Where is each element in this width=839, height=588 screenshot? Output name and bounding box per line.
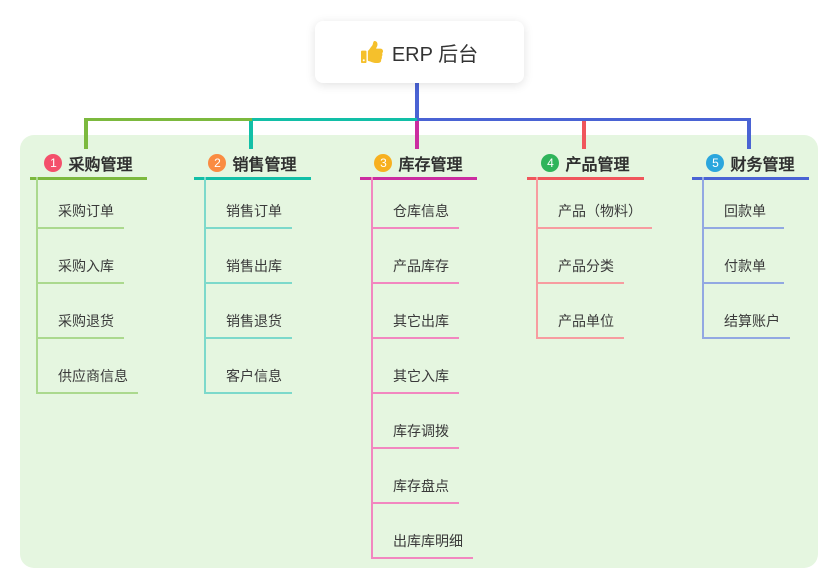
child-node-label: 其它出库 [393,313,449,329]
child-node-label: 采购退货 [58,313,114,329]
child-node-label: 采购订单 [58,203,114,219]
branch-drop-line [582,121,586,149]
bus-segment-green [84,118,252,121]
bus-segment-teal [252,118,417,121]
branch-children-column: 回款单付款单结算账户 [702,177,790,339]
child-node[interactable]: 结算账户 [704,284,790,339]
child-node[interactable]: 采购订单 [38,177,124,229]
child-node[interactable]: 销售订单 [206,177,292,229]
child-node-label: 库存调拨 [393,423,449,439]
branch-node-label: 财务管理 [730,157,795,174]
child-node-label: 其它入库 [393,368,449,384]
branch-node-label: 销售管理 [232,157,297,174]
branch-node-label: 产品管理 [565,157,630,174]
branch-children-column: 仓库信息产品库存其它出库其它入库库存调拨库存盘点出库库明细 [371,177,473,559]
child-node[interactable]: 回款单 [704,177,784,229]
child-node-label: 产品单位 [558,313,614,329]
child-node[interactable]: 销售退货 [206,284,292,339]
branch-node[interactable]: 2 销售管理 [194,149,311,180]
child-node-label: 采购入库 [58,258,114,274]
child-node[interactable]: 库存盘点 [373,449,459,504]
child-node-label: 产品（物料） [558,203,642,219]
child-node[interactable]: 其它入库 [373,339,459,394]
branch-node[interactable]: 3 库存管理 [360,149,477,180]
child-node-label: 仓库信息 [393,203,449,219]
child-node-label: 付款单 [724,258,766,274]
branches-panel [20,135,818,568]
branch-drop-line [747,121,751,149]
child-node-label: 结算账户 [724,313,780,329]
child-node[interactable]: 采购入库 [38,229,124,284]
child-node[interactable]: 产品库存 [373,229,459,284]
branch-node[interactable]: 1 采购管理 [30,149,147,180]
branch-children-column: 销售订单销售出库销售退货客户信息 [204,177,292,394]
child-node[interactable]: 仓库信息 [373,177,459,229]
child-node-label: 产品分类 [558,258,614,274]
root-node[interactable]: ERP 后台 [315,21,524,83]
branch-number-badge: 2 [208,154,227,172]
child-node[interactable]: 供应商信息 [38,339,138,394]
child-node-label: 库存盘点 [393,478,449,494]
child-node-label: 产品库存 [393,258,449,274]
child-node[interactable]: 产品分类 [538,229,624,284]
branch-number-badge: 5 [706,154,725,172]
child-node-label: 客户信息 [226,368,282,384]
branch-node-label: 采购管理 [68,157,133,174]
child-node[interactable]: 采购退货 [38,284,124,339]
root-stem-line [415,83,419,121]
child-node[interactable]: 其它出库 [373,284,459,339]
branch-drop-line [415,121,419,149]
child-node[interactable]: 付款单 [704,229,784,284]
child-node-label: 销售出库 [226,258,282,274]
branch-children-column: 采购订单采购入库采购退货供应商信息 [36,177,138,394]
branch-node-label: 库存管理 [398,157,463,174]
child-node[interactable]: 客户信息 [206,339,292,394]
branch-number-badge: 1 [44,154,63,172]
bus-segment-blue [417,118,751,121]
branch-children-column: 产品（物料） 产品分类产品单位 [536,177,652,339]
branch-number-badge: 4 [541,154,560,172]
child-node[interactable]: 产品（物料） [538,177,652,229]
branch-number-badge: 3 [374,154,393,172]
child-node-label: 出库库明细 [393,533,463,549]
thumbs-up-icon [360,41,383,63]
child-node[interactable]: 出库库明细 [373,504,473,559]
child-node-label: 销售退货 [226,313,282,329]
child-node[interactable]: 产品单位 [538,284,624,339]
branch-drop-line [84,121,88,149]
child-node[interactable]: 销售出库 [206,229,292,284]
branch-node[interactable]: 5 财务管理 [692,149,809,180]
child-node[interactable]: 库存调拨 [373,394,459,449]
root-node-label: ERP 后台 [391,43,479,66]
child-node-label: 供应商信息 [58,368,128,384]
branch-node[interactable]: 4 产品管理 [527,149,644,180]
child-node-label: 销售订单 [226,203,282,219]
branch-drop-line [249,121,253,149]
child-node-label: 回款单 [724,203,766,219]
